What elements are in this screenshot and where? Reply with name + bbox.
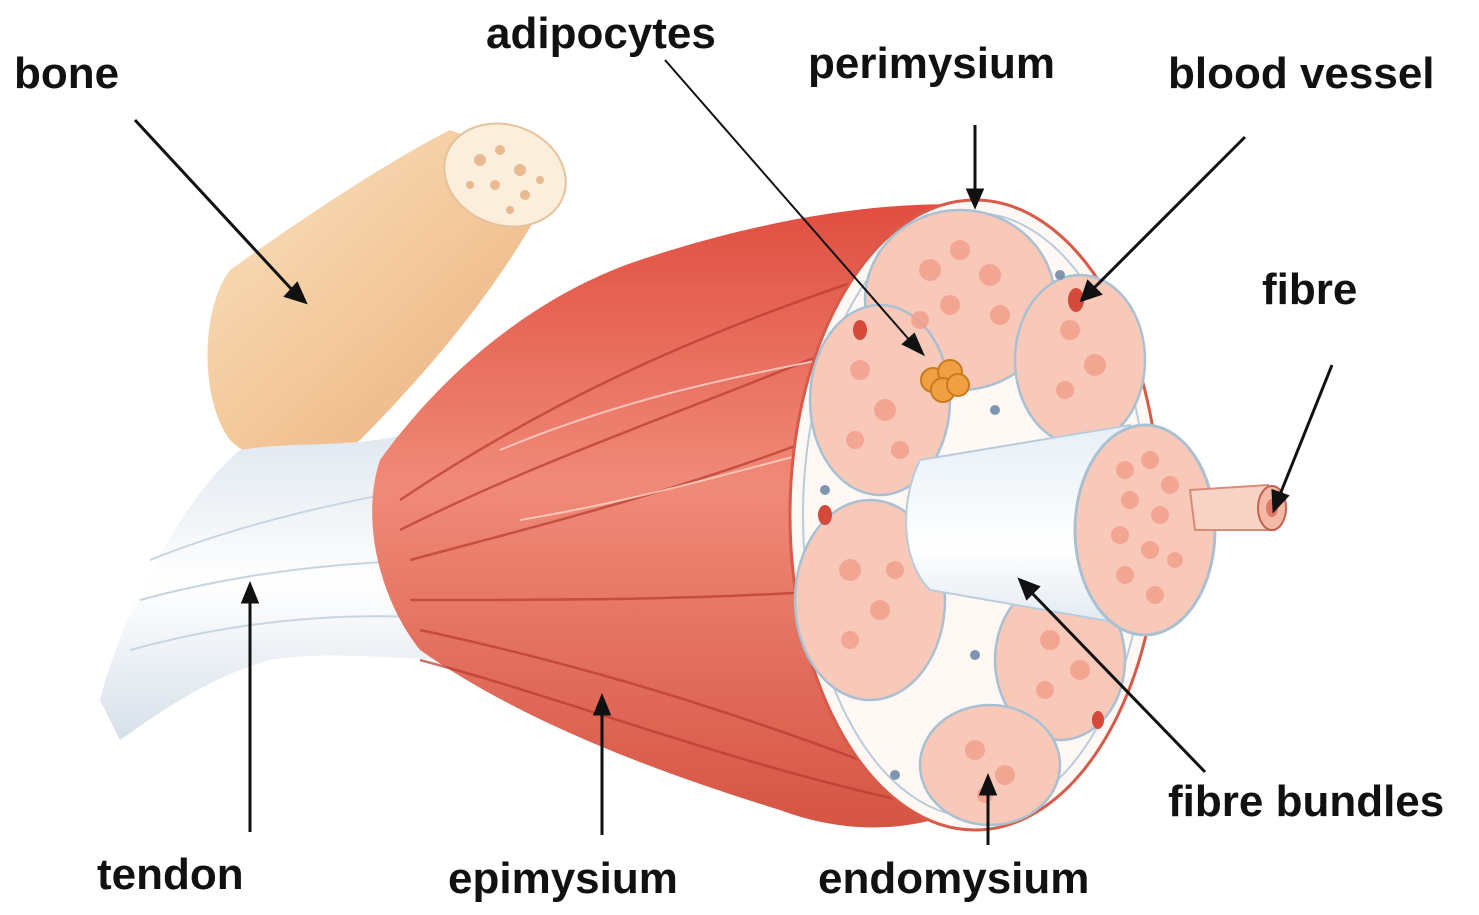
label-tendon: tendon <box>97 853 244 897</box>
blood-vessel-arrow <box>1082 137 1245 300</box>
label-adipocytes: adipocytes <box>486 12 716 56</box>
label-bone: bone <box>14 52 119 96</box>
label-perimysium: perimysium <box>808 42 1055 86</box>
label-blood-vessel: blood vessel <box>1168 52 1435 96</box>
bone-arrow <box>135 120 305 302</box>
label-fibre-bundles: fibre bundles <box>1168 780 1444 824</box>
label-endomysium: endomysium <box>818 857 1089 901</box>
label-fibre: fibre <box>1262 268 1357 312</box>
label-epimysium: epimysium <box>448 857 678 901</box>
fibre-arrow <box>1273 365 1332 510</box>
perimysium-arrow <box>968 125 982 206</box>
